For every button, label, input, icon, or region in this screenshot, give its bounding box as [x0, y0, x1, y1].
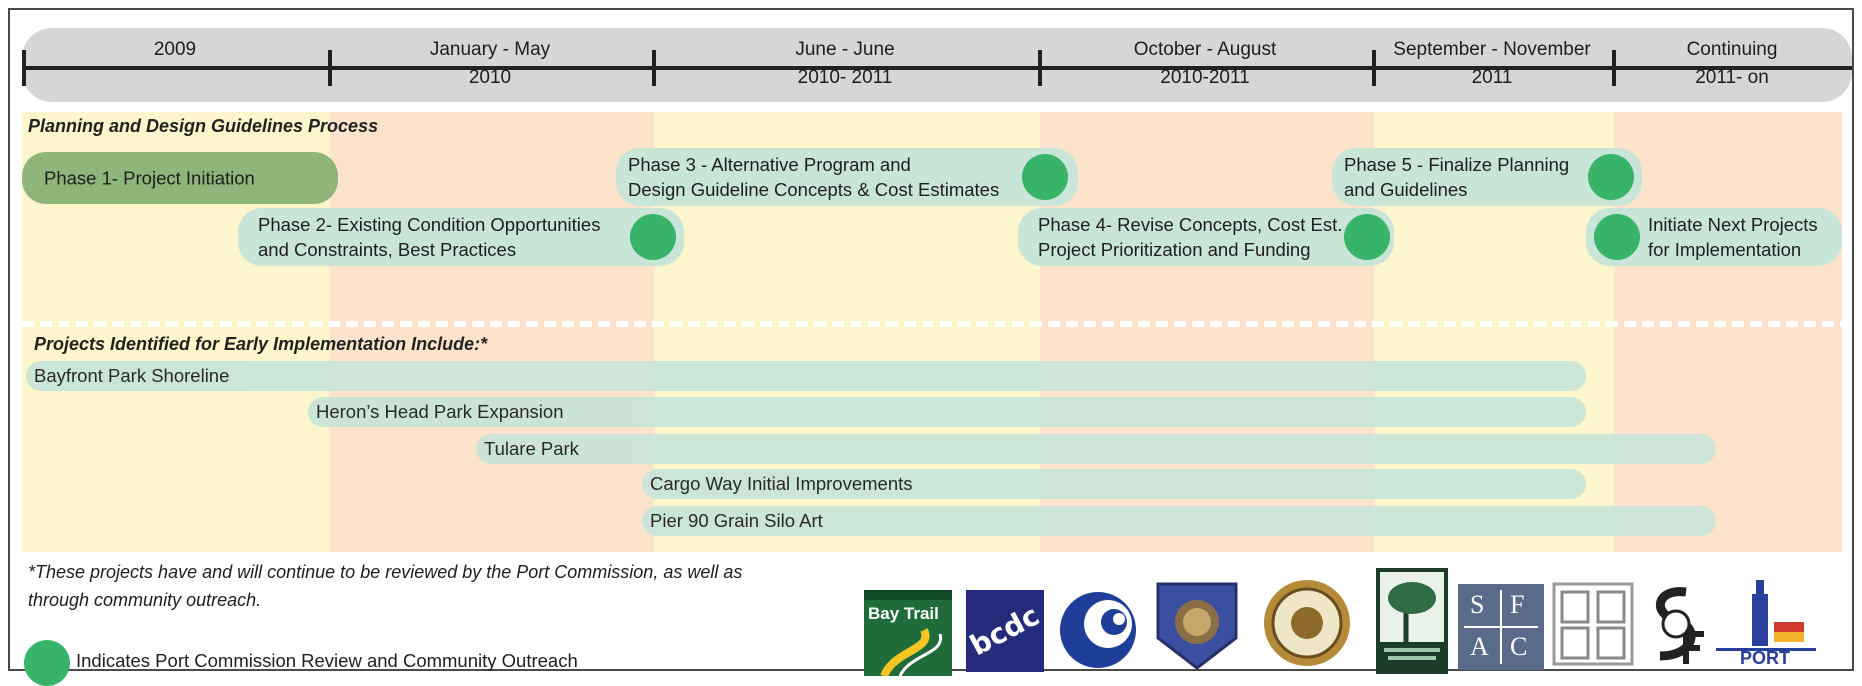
phase-4-pill: Phase 4- Revise Concepts, Cost Est. Proj…	[1018, 208, 1394, 266]
phase-5-label-line2: and Guidelines	[1344, 179, 1468, 200]
timeline-header: 2009 January - May 2010 June - June 2010…	[22, 28, 1852, 102]
legend-text: Indicates Port Commission Review and Com…	[76, 650, 578, 671]
early-section-title: Projects Identified for Early Implementa…	[34, 334, 488, 354]
period-year: 2011	[1471, 67, 1513, 88]
phase-5-label-line1: Phase 5 - Finalize Planning	[1344, 154, 1570, 175]
rec-parks-logo	[1376, 568, 1448, 674]
timeline-tick	[328, 50, 332, 86]
project-label: Heron’s Head Park Expansion	[316, 401, 564, 422]
phase-3-label-line2: Design Guideline Concepts & Cost Estimat…	[628, 179, 1000, 200]
dpw-logo	[1646, 584, 1706, 668]
planning-section-title: Planning and Design Guidelines Process	[28, 116, 379, 136]
period-june: June - June 2010- 2011	[652, 38, 1038, 90]
project-label: Tulare Park	[484, 438, 579, 459]
timeline-tick	[1612, 50, 1616, 86]
review-dot	[630, 214, 676, 260]
project-label: Cargo Way Initial Improvements	[650, 473, 913, 494]
sfra-logo	[1552, 582, 1634, 666]
period-range: 2009	[153, 39, 197, 60]
project-label: Pier 90 Grain Silo Art	[650, 510, 823, 531]
timeline-axis	[22, 66, 1852, 70]
timeline-tick	[1372, 50, 1376, 86]
phase-6-label-line1: Initiate Next Projects	[1648, 214, 1818, 235]
timeline-tick	[22, 50, 26, 86]
period-jan-may: January - May 2010	[328, 38, 652, 90]
period-year: 2010	[468, 67, 512, 88]
project-bar: Heron’s Head Park Expansion	[308, 397, 1586, 427]
phase-1-pill: Phase 1- Project Initiation	[22, 152, 338, 204]
wave-logo	[1056, 588, 1140, 672]
project-bar: Pier 90 Grain Silo Art	[642, 506, 1716, 536]
sfac-a: A	[1470, 632, 1489, 661]
port-logo-text: PORT	[1740, 648, 1791, 668]
sfac-s: S	[1470, 590, 1485, 619]
project-bar: Bayfront Park Shoreline	[26, 361, 1586, 391]
bay-trail-logo: Bay Trail	[864, 590, 952, 676]
phase-2-label-line2: and Constraints, Best Practices	[258, 239, 517, 260]
port-logo: PORT	[1712, 574, 1818, 676]
project-label: Bayfront Park Shoreline	[34, 365, 230, 386]
bcdc-logo-text: bcdc	[966, 598, 1044, 663]
footnote: *These projects have and will continue t…	[28, 558, 742, 614]
period-year: 2010-2011	[1160, 67, 1250, 88]
period-year: 2011- on	[1695, 67, 1769, 88]
bay-trail-logo-text: Bay Trail	[868, 604, 939, 623]
period-oct-aug: October - August 2010-2011	[1038, 38, 1372, 90]
band-continuing	[1614, 112, 1842, 552]
phase-6-pill: Initiate Next Projects for Implementatio…	[1586, 208, 1842, 266]
period-2009: 2009	[22, 38, 328, 62]
project-bar: Tulare Park	[476, 434, 1716, 464]
state-parks-logo	[1154, 578, 1240, 670]
review-dot	[1588, 154, 1634, 200]
section-divider	[22, 321, 1852, 327]
phase-5-pill: Phase 5 - Finalize Planning and Guidelin…	[1332, 148, 1642, 206]
period-year: 2010- 2011	[797, 67, 893, 88]
band-jan-may	[330, 112, 654, 552]
city-seal-logo	[1262, 578, 1352, 668]
sfac-f: F	[1510, 590, 1525, 619]
phase-2-label-line1: Phase 2- Existing Condition Opportunitie…	[258, 214, 601, 235]
phase-4-label-line2: Project Prioritization and Funding	[1038, 239, 1311, 260]
phase-4-label-line1: Phase 4- Revise Concepts, Cost Est.	[1038, 214, 1343, 235]
phase-3-label-line1: Phase 3 - Alternative Program and	[628, 154, 911, 175]
period-range: October - August	[1133, 39, 1277, 60]
period-sep-nov: September - November 2011	[1372, 38, 1612, 90]
phase-1-label: Phase 1- Project Initiation	[44, 167, 255, 189]
period-range: Continuing	[1686, 39, 1778, 60]
period-range: June - June	[795, 39, 895, 60]
phase-6-label-line2: for Implementation	[1648, 239, 1802, 260]
sfac-c: C	[1510, 632, 1528, 661]
project-bar: Cargo Way Initial Improvements	[642, 469, 1586, 499]
period-continuing: Continuing 2011- on	[1612, 38, 1852, 90]
footnote-line2: through community outreach.	[28, 590, 262, 610]
review-dot	[1022, 154, 1068, 200]
footnote-line1: *These projects have and will continue t…	[28, 562, 743, 582]
phase-3-pill: Phase 3 - Alternative Program and Design…	[616, 148, 1078, 206]
review-dot	[1344, 214, 1390, 260]
bcdc-logo: bcdc	[966, 590, 1044, 672]
timeline-tick	[1038, 50, 1042, 86]
legend-dot	[24, 640, 70, 686]
timeline-tick	[652, 50, 656, 86]
period-range: September - November	[1393, 39, 1591, 60]
review-dot	[1594, 214, 1640, 260]
period-range: January - May	[429, 39, 551, 60]
phase-2-pill: Phase 2- Existing Condition Opportunitie…	[238, 208, 684, 266]
sfac-logo: S F A C	[1458, 584, 1544, 670]
